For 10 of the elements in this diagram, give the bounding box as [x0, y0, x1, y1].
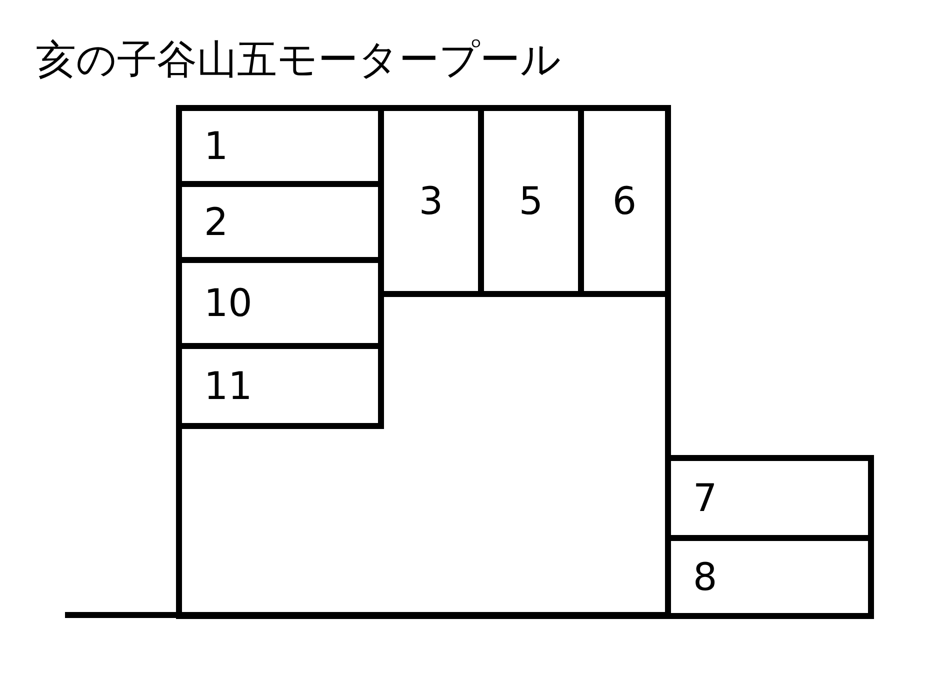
space-number: 1 — [204, 127, 228, 165]
space-number: 6 — [612, 182, 637, 220]
space-number: 2 — [204, 203, 228, 241]
space-number: 3 — [418, 182, 444, 220]
space-number: 10 — [204, 284, 252, 322]
space-number: 5 — [518, 182, 544, 220]
space-number: 8 — [693, 558, 718, 596]
space-number: 7 — [693, 479, 718, 517]
title: 亥の子谷山五モータープール — [36, 36, 561, 84]
space-number: 11 — [204, 367, 252, 405]
